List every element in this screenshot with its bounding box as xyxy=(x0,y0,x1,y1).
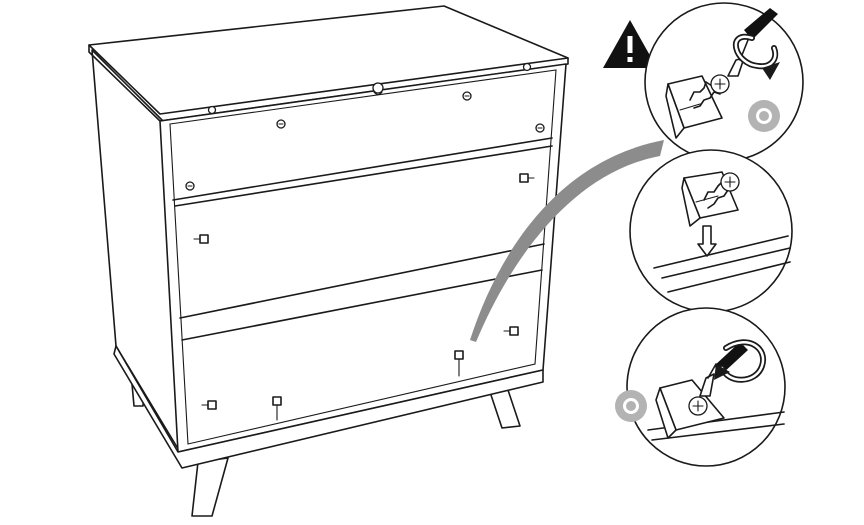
bracket xyxy=(199,234,209,244)
screw-icon xyxy=(689,74,730,109)
top-screws xyxy=(207,62,532,115)
bracket xyxy=(519,173,529,183)
base-plinth xyxy=(113,345,544,469)
step-2-detail xyxy=(629,149,793,313)
drawer-brackets xyxy=(193,173,535,421)
bracket xyxy=(454,350,464,360)
warning-icon xyxy=(603,20,657,68)
dresser xyxy=(88,5,569,517)
step-3-detail xyxy=(615,307,786,467)
screwdriver-handle xyxy=(744,8,778,40)
screw-icon xyxy=(688,396,708,416)
bracket xyxy=(272,396,282,406)
down-arrow-icon xyxy=(697,225,717,257)
screwdriver-icon xyxy=(699,373,715,397)
bracket xyxy=(509,326,519,336)
screw-icon xyxy=(703,172,740,209)
leg-front-left xyxy=(191,457,229,517)
back-screws xyxy=(185,91,545,191)
part-circle-icon xyxy=(748,100,780,132)
step-1-detail xyxy=(644,2,804,162)
bracket xyxy=(207,400,217,410)
front-opening xyxy=(169,69,557,445)
drawer-dividers xyxy=(172,137,553,341)
part-circle-icon xyxy=(615,390,647,422)
